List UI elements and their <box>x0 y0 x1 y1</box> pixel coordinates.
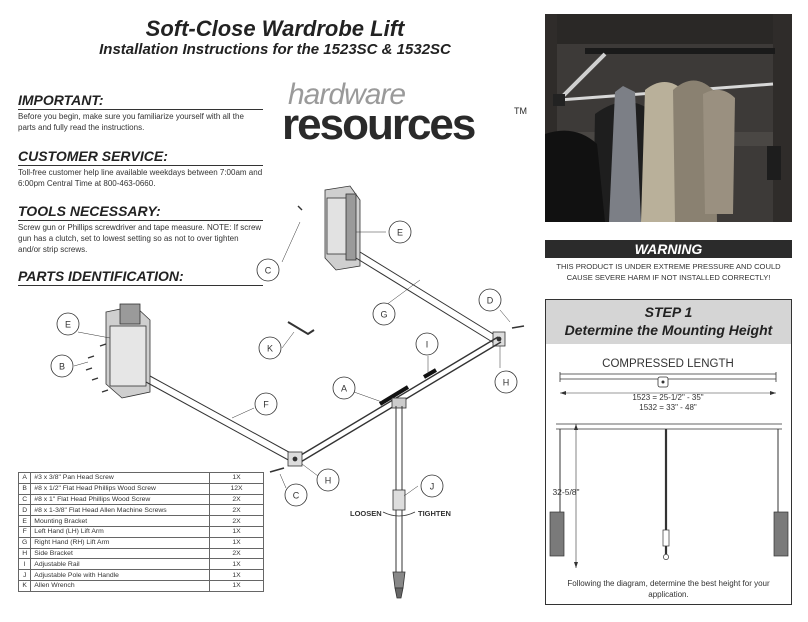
important-text: Before you begin, make sure you familiar… <box>18 112 244 132</box>
step1-caption: Following the diagram, determine the bes… <box>567 579 770 599</box>
brand-logo: hardware resources TM <box>282 78 542 158</box>
logo-line1: hardware <box>288 78 406 111</box>
part-quantity: 1X <box>209 525 264 538</box>
part-key: H <box>17 547 32 560</box>
part-key: D <box>17 504 32 517</box>
part-description: #8 x 1/2" Flat Head Phillips Wood Screw <box>30 482 210 495</box>
tools-section: TOOLS NECESSARY: Screw gun or Phillips s… <box>18 203 263 255</box>
callout-e-right: E <box>397 228 403 238</box>
callout-c-bottom: C <box>293 491 300 501</box>
callout-c-top: C <box>265 266 272 276</box>
logo-line2: resources <box>282 100 476 149</box>
part-quantity: 12X <box>209 482 264 495</box>
part-key: C <box>17 493 32 506</box>
part-key: J <box>17 569 32 581</box>
customer-service-section: CUSTOMER SERVICE: Toll-free customer hel… <box>18 148 263 190</box>
part-key: A <box>17 472 32 484</box>
part-description: Allen Wrench <box>30 579 210 592</box>
page-title: Soft-Close Wardrobe Lift <box>145 16 405 41</box>
parts-illustration: C E G D H I A E B F H C J K LOOSEN TIGHT… <box>50 185 525 599</box>
part-key: E <box>17 515 32 527</box>
callout-j: J <box>430 482 435 492</box>
part-key: B <box>17 482 32 495</box>
height-dimension: 32-5/8" <box>552 487 579 497</box>
part-description: Left Hand (LH) Lift Arm <box>30 525 210 538</box>
warning-text: THIS PRODUCT IS UNDER EXTREME PRESSURE A… <box>556 262 781 282</box>
customer-service-text: Toll-free customer help line available w… <box>18 168 263 188</box>
part-key: G <box>17 536 32 549</box>
part-description: #8 x 1-3/8" Flat Head Allen Machine Scre… <box>30 504 210 517</box>
part-quantity: 2X <box>209 515 264 527</box>
step1-header: STEP 1 Determine the Mounting Height <box>546 300 791 344</box>
callout-i: I <box>426 340 429 350</box>
tighten-label: TIGHTEN <box>418 509 451 518</box>
part-key: F <box>17 525 32 538</box>
part-quantity: 1X <box>209 569 264 581</box>
page-subtitle: Installation Instructions for the 1523SC… <box>99 41 451 58</box>
dim-1523: 1523 = 25-1/2" - 35" <box>632 393 703 402</box>
tools-heading: TOOLS NECESSARY: <box>18 203 263 221</box>
callout-h-right: H <box>503 378 510 388</box>
step1-panel: STEP 1 Determine the Mounting Height COM… <box>545 299 792 605</box>
part-description: Adjustable Rail <box>30 558 210 571</box>
part-key: I <box>17 558 32 571</box>
part-quantity: 2X <box>209 547 264 560</box>
table-row: D#8 x 1-3/8" Flat Head Allen Machine Scr… <box>17 504 264 517</box>
parts-section: PARTS IDENTIFICATION: <box>18 268 263 286</box>
callout-e-left: E <box>65 320 71 330</box>
part-key: K <box>17 579 32 592</box>
callout-d: D <box>487 296 494 306</box>
part-quantity: 1X <box>209 472 264 484</box>
part-description: #8 x 1" Flat Head Phillips Wood Screw <box>30 493 210 506</box>
loosen-label: LOOSEN <box>350 509 382 518</box>
logo-trademark: TM <box>514 106 527 116</box>
important-heading: IMPORTANT: <box>18 92 263 110</box>
parts-heading: PARTS IDENTIFICATION: <box>18 268 263 286</box>
compressed-length-label: COMPRESSED LENGTH <box>602 358 734 370</box>
callout-g: G <box>380 310 387 320</box>
customer-service-heading: CUSTOMER SERVICE: <box>18 148 263 166</box>
step1-title: STEP 1 <box>644 304 693 320</box>
part-quantity: 1X <box>209 536 264 549</box>
tools-text: Screw gun or Phillips screwdriver and ta… <box>18 223 262 254</box>
dim-1532: 1532 = 33" - 48" <box>639 403 697 412</box>
part-description: Right Hand (RH) Lift Arm <box>30 536 210 549</box>
table-row: B#8 x 1/2" Flat Head Phillips Wood Screw… <box>17 482 264 495</box>
part-description: #3 x 3/8" Pan Head Screw <box>30 472 210 484</box>
callout-h-left: H <box>325 476 332 486</box>
part-quantity: 1X <box>209 579 264 592</box>
part-quantity: 2X <box>209 504 264 517</box>
step1-diagram: COMPRESSED LENGTH 1523 = 25-1/2" - 35" 1… <box>549 358 789 568</box>
part-quantity: 1X <box>209 558 264 571</box>
part-description: Mounting Bracket <box>30 515 210 527</box>
callout-a: A <box>341 384 347 394</box>
part-description: Side Bracket <box>30 547 210 560</box>
important-section: IMPORTANT: Before you begin, make sure y… <box>18 92 263 134</box>
warning-heading: WARNING <box>545 240 792 258</box>
product-photo <box>545 14 792 222</box>
callout-f: F <box>263 400 269 410</box>
step1-subtitle: Determine the Mounting Height <box>564 322 773 338</box>
part-description: Adjustable Pole with Handle <box>30 569 210 581</box>
callout-b: B <box>59 362 65 372</box>
part-quantity: 2X <box>209 493 264 506</box>
callout-k: K <box>267 344 273 354</box>
